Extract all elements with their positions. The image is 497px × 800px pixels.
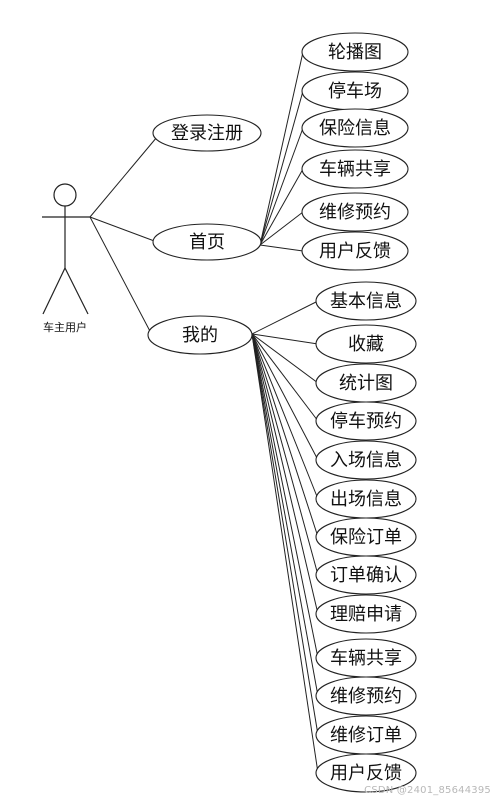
use-case-mine-8-label: 理赔申请	[330, 604, 402, 625]
use-case-mine-12: 用户反馈	[315, 753, 417, 793]
use-case-mine-8: 理赔申请	[315, 594, 417, 634]
assoc-mine-6	[251, 333, 319, 538]
use-case-home-3-label: 车辆共享	[319, 159, 391, 180]
use-case-mine-10: 维修预约	[315, 676, 417, 716]
use-case-home-1-label: 停车场	[328, 81, 382, 102]
use-cases: 登录注册首页我的轮播图停车场保险信息车辆共享维修预约用户反馈基本信息收藏统计图停…	[147, 32, 417, 793]
assoc-mine-4	[251, 333, 319, 461]
use-case-mine-0-label: 基本信息	[330, 291, 402, 312]
assoc-home-5	[259, 244, 304, 252]
actor-left-leg	[42, 267, 66, 315]
use-case-mine-8-shape	[315, 594, 417, 634]
use-case-mine-6-label: 保险订单	[330, 527, 402, 548]
use-case-mine-9-label: 车辆共享	[330, 648, 402, 669]
assoc-actor-login	[89, 136, 158, 218]
assoc-mine-5	[251, 333, 319, 500]
use-case-home-0-label: 轮播图	[328, 42, 382, 63]
use-case-home-label: 首页	[189, 232, 225, 253]
use-case-home-3: 车辆共享	[301, 149, 409, 189]
use-case-home-shape	[152, 223, 262, 261]
assoc-home-1	[259, 90, 304, 246]
use-case-mine-5-label: 出场信息	[330, 489, 402, 510]
use-case-mine-shape	[147, 315, 253, 355]
use-case-home-2: 保险信息	[301, 108, 409, 148]
assoc-mine-11	[251, 333, 319, 736]
use-case-mine-4-shape	[315, 440, 417, 480]
association-lines	[89, 51, 319, 774]
use-case-mine-1: 收藏	[315, 324, 417, 364]
use-case-mine-1-shape	[315, 324, 417, 364]
use-case-home-4: 维修预约	[301, 192, 409, 232]
assoc-home-2	[259, 127, 304, 246]
use-case-home-4-label: 维修预约	[319, 202, 391, 223]
assoc-mine-12	[251, 333, 319, 774]
use-case-mine-3-shape	[315, 401, 417, 441]
use-case-mine-label: 我的	[182, 325, 218, 346]
assoc-home-0	[259, 51, 304, 246]
use-case-mine-4-label: 入场信息	[330, 450, 402, 471]
assoc-mine-10	[251, 333, 319, 697]
use-case-mine-11: 维修订单	[315, 715, 417, 755]
use-case-mine-9: 车辆共享	[315, 638, 417, 678]
use-case-mine-2: 统计图	[315, 363, 417, 403]
use-case-mine-3: 停车预约	[315, 401, 417, 441]
use-case-mine-5: 出场信息	[315, 479, 417, 519]
actor-car-owner: 车主用户	[42, 183, 90, 334]
watermark: CSDN @2401_85644395	[364, 785, 491, 796]
use-case-login-shape	[152, 114, 262, 152]
actor-right-leg	[64, 267, 89, 315]
use-case-mine-6: 保险订单	[315, 517, 417, 557]
use-case-home-5-shape	[301, 231, 409, 271]
use-case-mine-12-shape	[315, 753, 417, 793]
use-case-mine-3-label: 停车预约	[330, 411, 402, 432]
use-case-home-2-shape	[301, 108, 409, 148]
use-case-home-0: 轮播图	[301, 32, 409, 72]
assoc-home-3	[259, 168, 304, 246]
use-case-mine-10-label: 维修预约	[330, 686, 402, 707]
actor-label: 车主用户	[43, 320, 87, 334]
use-case-home-5-label: 用户反馈	[319, 241, 391, 262]
use-case-mine-7: 订单确认	[315, 555, 417, 595]
actor-head	[53, 183, 77, 207]
assoc-mine-1	[251, 333, 319, 345]
use-case-login-label: 登录注册	[171, 123, 243, 144]
use-case-mine-0-shape	[315, 281, 417, 321]
use-case-mine-10-shape	[315, 676, 417, 716]
use-case-home: 首页	[152, 223, 262, 261]
use-case-mine-11-label: 维修订单	[330, 725, 402, 746]
assoc-mine-2	[251, 333, 319, 384]
use-case-home-2-label: 保险信息	[319, 118, 391, 139]
use-case-mine-1-label: 收藏	[348, 334, 384, 355]
assoc-mine-0	[251, 300, 319, 335]
use-case-mine: 我的	[147, 315, 253, 355]
assoc-mine-8	[251, 333, 319, 615]
use-case-mine-0: 基本信息	[315, 281, 417, 321]
use-case-mine-7-shape	[315, 555, 417, 595]
use-case-home-5: 用户反馈	[301, 231, 409, 271]
assoc-actor-home	[89, 216, 158, 243]
assoc-mine-7	[251, 333, 319, 576]
assoc-actor-mine	[89, 216, 153, 336]
assoc-mine-3	[251, 333, 319, 422]
use-case-home-4-shape	[301, 192, 409, 232]
use-case-mine-12-label: 用户反馈	[330, 763, 402, 784]
use-case-home-3-shape	[301, 149, 409, 189]
use-case-mine-2-label: 统计图	[339, 373, 393, 394]
assoc-home-4	[259, 211, 304, 246]
use-case-mine-7-label: 订单确认	[330, 565, 402, 586]
use-case-home-0-shape	[301, 32, 409, 72]
use-case-home-1: 停车场	[301, 71, 409, 111]
use-case-login: 登录注册	[152, 114, 262, 152]
use-case-mine-4: 入场信息	[315, 440, 417, 480]
assoc-mine-9	[251, 333, 319, 659]
